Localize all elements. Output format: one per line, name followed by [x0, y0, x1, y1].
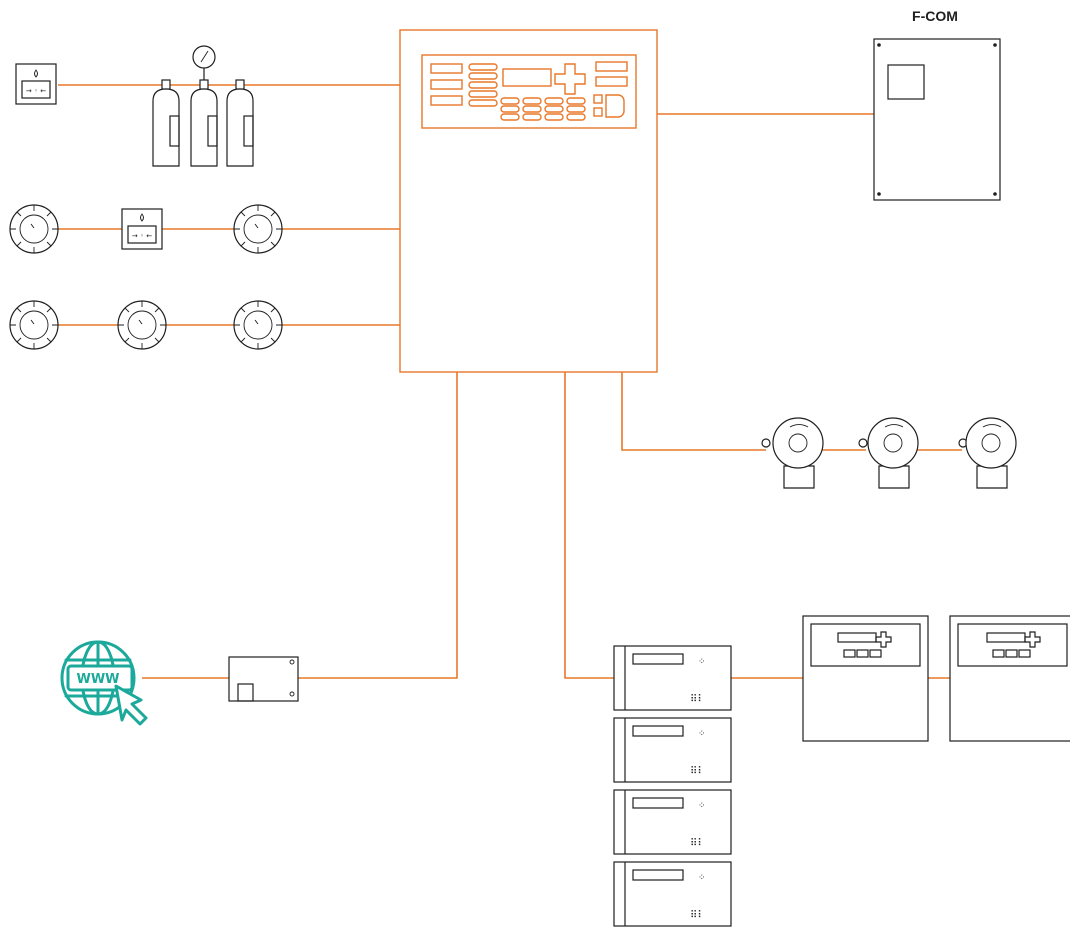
sub-control-panel[interactable]	[802, 615, 929, 742]
gas-cylinder-group[interactable]	[152, 45, 254, 167]
main-control-panel[interactable]	[399, 29, 658, 373]
gas-cylinder-icon	[226, 79, 254, 167]
alarm-bell-icon[interactable]	[858, 417, 919, 489]
gas-cylinder-icon	[190, 79, 218, 167]
repeater-panel[interactable]: ⁘ ⠿⠇	[613, 861, 732, 927]
sub-control-panel[interactable]	[949, 615, 1070, 742]
cursor-icon	[114, 684, 148, 726]
smoke-detector-icon[interactable]	[233, 300, 283, 350]
www-label: WWW	[76, 672, 119, 687]
smoke-detector-icon[interactable]	[117, 300, 167, 350]
manual-call-point-icon[interactable]: → ◦ ←	[121, 208, 163, 250]
svg-text:⁘: ⁘	[698, 729, 706, 739]
svg-text:→ ◦ ←: → ◦ ←	[26, 87, 46, 95]
fcom-cabinet[interactable]	[873, 38, 1001, 201]
svg-text:⠿⠇: ⠿⠇	[690, 694, 705, 705]
svg-text:⁘: ⁘	[698, 873, 706, 883]
wiring	[58, 84, 962, 679]
smoke-detector-icon[interactable]	[9, 300, 59, 350]
svg-text:⁘: ⁘	[698, 657, 706, 667]
alarm-bell-icon[interactable]	[761, 417, 824, 489]
svg-text:⠿⠇: ⠿⠇	[690, 910, 705, 921]
smoke-detector-icon[interactable]	[233, 204, 283, 254]
manual-call-point-icon[interactable]: → ◦ ←	[15, 63, 57, 105]
alarm-bell-icon[interactable]	[958, 417, 1017, 489]
fcom-label: F-COM	[912, 8, 958, 24]
gas-cylinder-icon	[152, 79, 180, 167]
smoke-detector-icon[interactable]	[9, 204, 59, 254]
svg-text:→ ◦ ←: → ◦ ←	[132, 232, 152, 240]
repeater-panel[interactable]: ⁘ ⠿⠇	[613, 717, 732, 783]
svg-text:⁘: ⁘	[698, 801, 706, 811]
globe-www-icon[interactable]: WWW	[60, 640, 148, 726]
repeater-panel[interactable]: ⁘ ⠿⠇	[613, 789, 732, 855]
pressure-gauge-icon	[192, 45, 216, 84]
svg-text:⠿⠇: ⠿⠇	[690, 766, 705, 777]
web-interface-module[interactable]	[228, 656, 299, 702]
repeater-panel[interactable]: ⁘ ⠿⠇	[613, 645, 732, 711]
svg-text:⠿⠇: ⠿⠇	[690, 838, 705, 849]
